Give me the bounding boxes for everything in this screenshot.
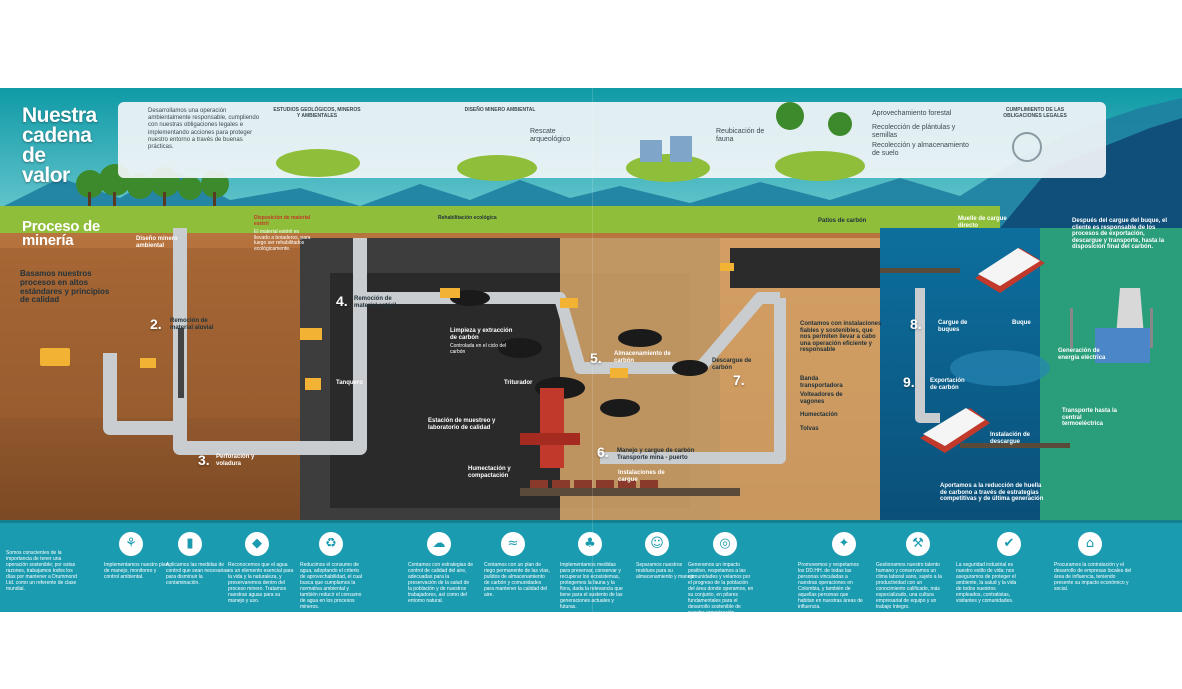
estacion-label: Estación de muestreo y laboratorio de ca… [428, 418, 496, 431]
step-9-label: Exportación de carbón [930, 378, 965, 391]
footer-text-1: Implementamos nuestro plan de manejo, mo… [104, 562, 169, 580]
limpieza-label: Limpieza y extracción de carbón [450, 328, 513, 341]
step-7-number: 7. [733, 372, 745, 388]
footer-text-9: Generamos un impacto positivo, respetamo… [688, 562, 754, 612]
hand-plant-icon: ⚘ [119, 532, 143, 556]
footer-text-8: Separamos nuestros residuos para su alma… [636, 562, 696, 580]
handshake-icon: ✦ [832, 532, 856, 556]
process-subtitle: Proceso de minería [22, 218, 100, 250]
footer-intro: Somos conscientes de la importancia de t… [6, 550, 77, 592]
disposicion-note: El material estéril es llevado a botader… [254, 229, 311, 252]
bottle-icon: ▮ [178, 532, 202, 556]
volteadores-label: Volteadores de vagones [800, 392, 843, 405]
stage-legal: CUMPLIMIENTO DE LAS OBLIGACIONES LEGALES [1003, 107, 1067, 119]
step-3-label: Perforación y voladura [216, 454, 255, 467]
step-2-number: 2. [150, 316, 162, 332]
intro-text: Desarrollamos una operación ambientalmen… [148, 108, 260, 150]
footer-text-11: Gestionamos nuestro talento humano y con… [876, 562, 942, 610]
aportamos-text: Aportamos a la reducción de huella de ca… [940, 483, 1044, 503]
limpieza-note: Controlada en el ciclo del carbón [450, 343, 507, 355]
step-4-number: 4. [336, 293, 348, 309]
footer-text-13: Procuramos la contratación y el desarrol… [1054, 562, 1132, 592]
shop-icon: ⌂ [1078, 532, 1102, 556]
muelle-label: Muelle de cargue directo [958, 216, 1007, 229]
worker-icon: ⚒ [906, 532, 930, 556]
patios-label: Patios de carbón [818, 218, 867, 224]
forestal-bullet-1: Recolección de plántulas y semillas [872, 124, 956, 140]
disposicion-label: Disposición de material estéril [254, 215, 311, 227]
wind-icon: ≈ [501, 532, 525, 556]
rescue-label: Rescate arqueológico [530, 128, 571, 144]
humectacion2-label: Humectación [800, 412, 838, 418]
triturador-label: Triturador [504, 380, 533, 386]
step-6-number: 6. [597, 444, 609, 460]
footer-text-2: Aplicamos las medidas de control que sea… [166, 562, 229, 586]
forestal-bullet-2: Recolección y almacenamiento de suelo [872, 142, 969, 158]
diseno-label: Diseño minero ambiental [136, 236, 178, 249]
step-2-label: Remoción de material aluvial [170, 318, 214, 331]
step-5-label: Almacenamiento de carbón [614, 351, 671, 364]
generacion-label: Generación de energía eléctrica [1058, 348, 1106, 361]
mining-illustration [0, 88, 1182, 612]
water-drop-icon: ◆ [245, 532, 269, 556]
instalacion-descargue-label: Instalación de descargue [990, 432, 1031, 445]
recycle-icon: ♻ [319, 532, 343, 556]
humectacion-label: Humectación y compactación [468, 466, 511, 479]
footer-text-4: Reducimos el consumo de agua, adoptando … [300, 562, 362, 610]
step-6-label: Manejo y cargue de carbón Transporte min… [617, 448, 695, 461]
step-4-label: Remoción de material estéril [354, 296, 397, 309]
footer-text-12: La seguridad industrial es nuestro estil… [956, 562, 1017, 604]
footer-text-5: Contamos con estrategias de control de c… [408, 562, 474, 604]
step-8-label: Cargue de buques [938, 320, 968, 333]
cloud-icon: ☁ [427, 532, 451, 556]
tanquero-label: Tanquero [336, 380, 363, 386]
safety-icon: ✔ [997, 532, 1021, 556]
forestal-label: Aprovechamiento forestal [872, 110, 952, 117]
instalaciones-label: Instalaciones de cargue [618, 470, 665, 483]
footer-text-6: Contamos con un plan de riego permanente… [484, 562, 550, 598]
footer-text-3: Reconocemos que el agua es un elemento e… [228, 562, 294, 604]
legal-badge-icon [1012, 132, 1042, 162]
principles-text: Basamos nuestros procesos en altos están… [20, 269, 110, 305]
people-icon: ☺ [645, 532, 669, 556]
banda-label: Banda transportadora [800, 376, 843, 389]
footer-text-10: Promovemos y respetamos los DD.HH. de to… [798, 562, 863, 610]
step-9-number: 9. [903, 374, 915, 390]
transporte-label: Transporte hasta la central termoeléctri… [1062, 408, 1118, 428]
rehab-label: Rehabilitación ecológica [438, 215, 497, 221]
buque-label: Buque [1012, 320, 1031, 326]
tree-icon: ♣ [578, 532, 602, 556]
step-3-number: 3. [198, 452, 210, 468]
fauna-label: Reubicación de fauna [716, 128, 765, 144]
step-8-number: 8. [910, 316, 922, 332]
despues-text: Después del cargue del buque, el cliente… [1072, 218, 1168, 251]
community-icon: ◎ [713, 532, 737, 556]
stage-design: DISEÑO MINERO AMBIENTAL [464, 107, 536, 113]
footer-text-7: Implementamos medidas para preservar, co… [560, 562, 623, 610]
tolvas-label: Tolvas [800, 426, 819, 432]
step-5-number: 5. [590, 350, 602, 366]
contamos-text: Contamos con instalaciones fiables y sos… [800, 321, 882, 354]
step-7-label: Descargue de carbón [712, 358, 752, 371]
stage-studies: ESTUDIOS GEOLÓGICOS, MINEROS Y AMBIENTAL… [273, 107, 361, 119]
